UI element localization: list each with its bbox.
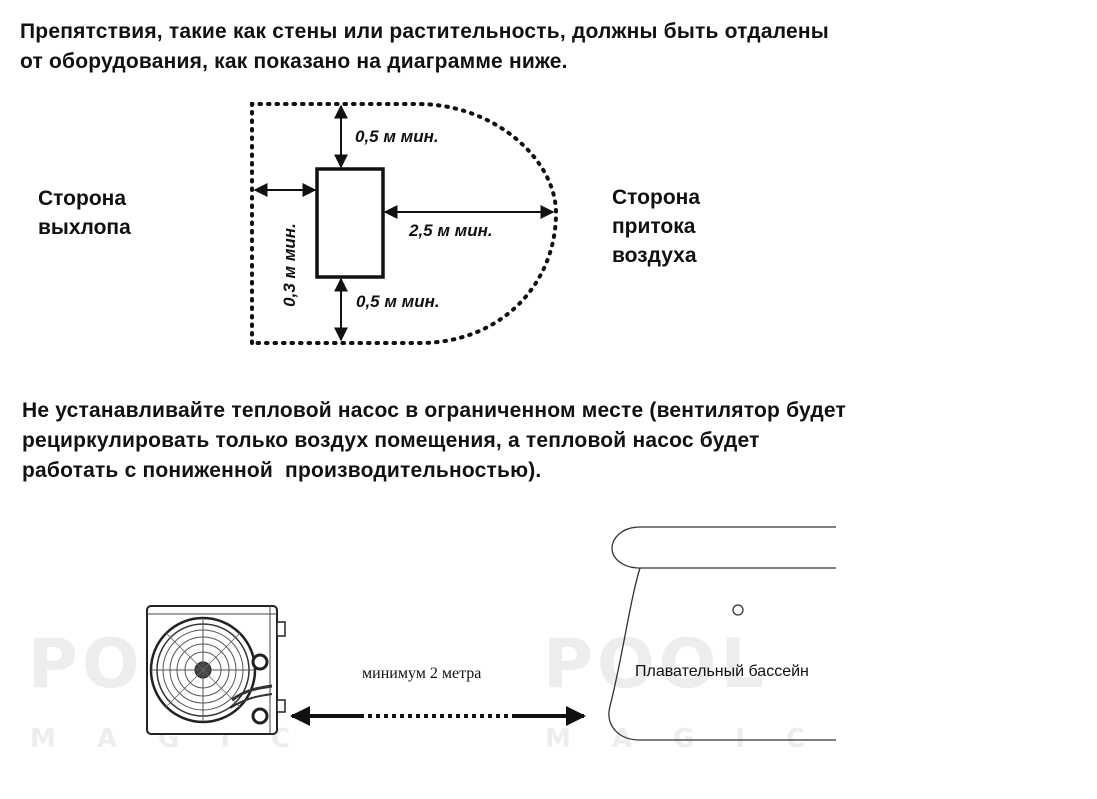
- bottom-clearance-label: 0,5 м мин.: [356, 292, 440, 311]
- intake-clearance-label: 2,5 м мин.: [409, 221, 493, 240]
- exhaust-side-line-1: Сторона: [38, 187, 127, 210]
- warning-line-3: работать с пониженной производительность…: [22, 459, 542, 482]
- intake-side-label: Сторона притока воздуха: [612, 183, 700, 270]
- warning-line-1: Не устанавливайте тепловой насос в огран…: [22, 399, 846, 422]
- intake-side-line-1: Сторона: [612, 186, 701, 209]
- clearance-zone-outline: [250, 102, 559, 345]
- watermark-brand-right: POOL: [543, 625, 768, 704]
- pool-drawing: [608, 526, 836, 741]
- minimum-distance-label: минимум 2 метра: [362, 665, 482, 682]
- intake-side-line-3: воздуха: [612, 244, 697, 267]
- exhaust-clearance-label: 0,3 м мин.: [280, 223, 299, 307]
- intro-line-2: от оборудования, как показано на диаграм…: [20, 50, 568, 73]
- intro-text: Препятствия, такие как стены или растите…: [20, 17, 829, 77]
- pool-label: Плавательный бассейн: [635, 663, 809, 680]
- top-clearance-label: 0,5 м мин.: [355, 127, 439, 146]
- warning-text: Не устанавливайте тепловой насос в огран…: [22, 396, 846, 486]
- exhaust-side-line-2: выхлопа: [38, 216, 131, 239]
- watermark-tagline-right: MAGIC: [545, 724, 847, 754]
- heat-pump-drawing: [146, 605, 286, 735]
- intake-side-line-2: притока: [612, 215, 696, 238]
- intro-line-1: Препятствия, такие как стены или растите…: [20, 20, 829, 43]
- heat-pump-unit: [315, 167, 385, 279]
- exhaust-side-label: Сторона выхлопа: [38, 184, 131, 242]
- warning-line-2: рециркулировать только воздух помещения,…: [22, 429, 760, 452]
